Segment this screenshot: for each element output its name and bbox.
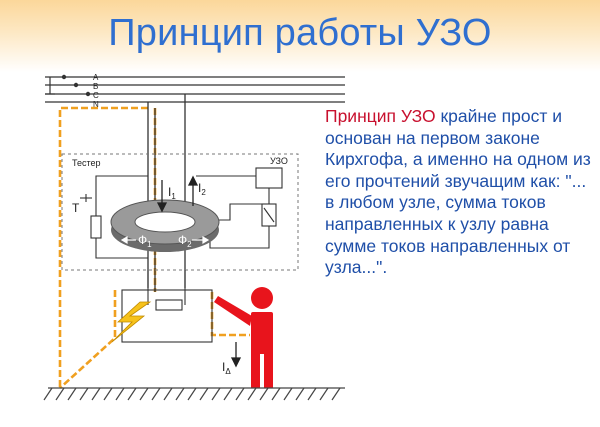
current-arrows	[156, 175, 199, 213]
neutral-ground	[45, 77, 55, 95]
rcd-box	[61, 153, 299, 271]
leakage-loop	[59, 290, 117, 389]
flux1-label: Ф1	[138, 233, 152, 249]
current-in-label: I1	[168, 185, 176, 201]
lightning-icon	[111, 301, 152, 343]
rcd-label: УЗО	[270, 156, 288, 166]
current-out-label: I2	[198, 181, 206, 197]
phase-label-n: N	[93, 100, 99, 109]
load-box	[121, 270, 213, 343]
header-band	[0, 0, 600, 72]
phase-label-b: B	[93, 82, 98, 91]
description-text: Принцип УЗО крайне прост и основан на пе…	[325, 106, 593, 279]
rcd-diagram: A B C N Тестер УЗО Т	[0, 70, 345, 422]
flux2-label: Ф2	[178, 233, 192, 249]
phase-bus	[45, 74, 345, 103]
phase-label-a: A	[93, 73, 99, 82]
leakage-current-label: IΔ	[222, 360, 231, 376]
ground-line	[43, 387, 345, 401]
flux-arrows	[120, 235, 210, 245]
tester-circuit	[80, 175, 148, 259]
tester-label: Тестер	[72, 158, 101, 168]
description-highlight: Принцип УЗО	[325, 106, 436, 126]
main-wires	[147, 94, 186, 292]
test-button-label: Т	[72, 201, 80, 215]
toroid-core	[110, 199, 220, 252]
page-title: Принцип работы УЗО	[108, 12, 492, 54]
description-body: крайне прост и основан на первом законе …	[325, 106, 591, 278]
leakage-arrow	[230, 342, 242, 368]
person-icon	[214, 287, 273, 388]
phase-label-c: C	[93, 91, 99, 100]
